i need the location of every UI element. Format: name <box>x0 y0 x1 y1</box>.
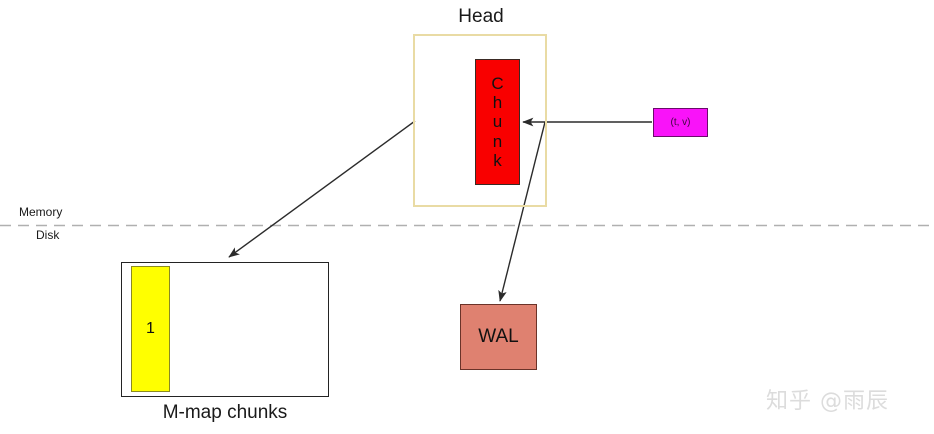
memory-label: Memory <box>19 205 63 219</box>
head-chunk-box[interactable]: C h u n k <box>475 59 520 185</box>
mmap-chunk-item-1[interactable]: 1 <box>131 266 170 392</box>
chunk-letter-n: n <box>492 131 503 151</box>
head-container-box <box>413 34 547 207</box>
sample-tv-box[interactable]: (t, v) <box>653 108 708 137</box>
chunk-letter-h: h <box>492 93 503 113</box>
chunk-letter-c: C <box>491 74 504 94</box>
wal-box[interactable]: WAL <box>460 304 537 370</box>
disk-label: Disk <box>36 228 60 242</box>
mmap-chunks-caption: M-map chunks <box>162 402 288 423</box>
chunk-letter-u: u <box>492 112 503 132</box>
watermark: 知乎 @雨辰 <box>766 389 889 414</box>
chunk-letter-k: k <box>493 150 502 170</box>
arrow-chunk-to-mmap <box>228 120 416 258</box>
head-chunk-label: C h u n k <box>476 60 519 184</box>
arrow-head-to-wal <box>498 121 546 302</box>
head-title: Head <box>458 6 504 27</box>
